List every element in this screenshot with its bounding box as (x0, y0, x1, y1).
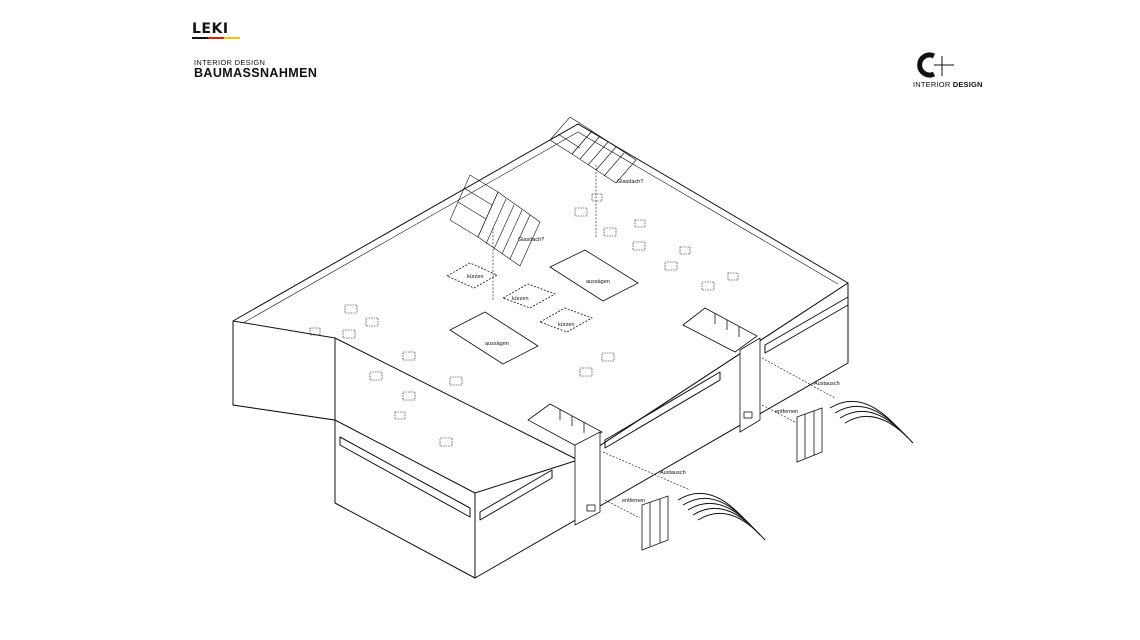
roof-cutout-aussaegen-1 (449, 311, 539, 365)
roof-cutout-kuerzen-2 (502, 283, 556, 309)
window-band-2 (479, 469, 553, 521)
leki-logo-stripes (192, 37, 240, 39)
label-austausch-1: Austausch (660, 470, 686, 476)
stair-tower-1 (527, 403, 603, 526)
roof-parapet-inner (242, 131, 839, 324)
replacement-arcs-2-icon (829, 400, 914, 444)
building-left-wall (232, 320, 336, 421)
label-glasdach-2: Glasdach? (617, 179, 643, 185)
label-entfernen-2: entfernen (775, 409, 798, 415)
stair-tower-2 (682, 307, 761, 433)
window-band-4 (764, 296, 849, 354)
brand-text-light: INTERIOR (913, 80, 953, 89)
page-subtitle: INTERIOR DESIGN (194, 58, 266, 67)
removed-stair-1-icon (641, 495, 669, 551)
window-band-3 (604, 371, 721, 449)
glass-roof-1-icon (449, 174, 541, 267)
label-aussaegen-1: aussägen (485, 341, 509, 347)
glass-roof-2-icon (549, 116, 637, 184)
label-aussaegen-2: aussägen (586, 279, 610, 285)
leki-logo-text: LEKI (192, 21, 229, 37)
roof-cutout-kuerzen-1 (446, 262, 498, 289)
roof-cutout-aussaegen-2 (549, 249, 639, 302)
label-entfernen-1: entfernen (622, 498, 645, 504)
label-kuerzen-3: kürzen (558, 322, 575, 328)
c-plus-logo-icon (917, 52, 954, 78)
replacement-arcs-1-icon (677, 492, 766, 541)
label-kuerzen-1: kürzen (467, 274, 484, 280)
brand-text-bold: DESIGN (952, 80, 983, 89)
stripe-yellow (224, 37, 240, 39)
roof-cutout-kuerzen-3 (539, 307, 593, 333)
stripe-red (208, 37, 224, 39)
window-band-1 (339, 436, 471, 518)
stripe-black (192, 37, 208, 39)
label-kuerzen-2: kürzen (512, 296, 529, 302)
label-glasdach-1: Glasdach? (518, 237, 544, 243)
glass-roof-arrows (492, 165, 597, 300)
page-title: BAUMASSNAHMEN (194, 66, 318, 80)
exchange-arrows (602, 357, 836, 519)
roof-skylights (309, 193, 739, 447)
brand-text: INTERIOR DESIGN (913, 80, 983, 89)
removed-stair-2-icon (796, 407, 823, 463)
label-austausch-2: Austausch (814, 381, 840, 387)
leki-logo: LEKI (192, 22, 240, 39)
